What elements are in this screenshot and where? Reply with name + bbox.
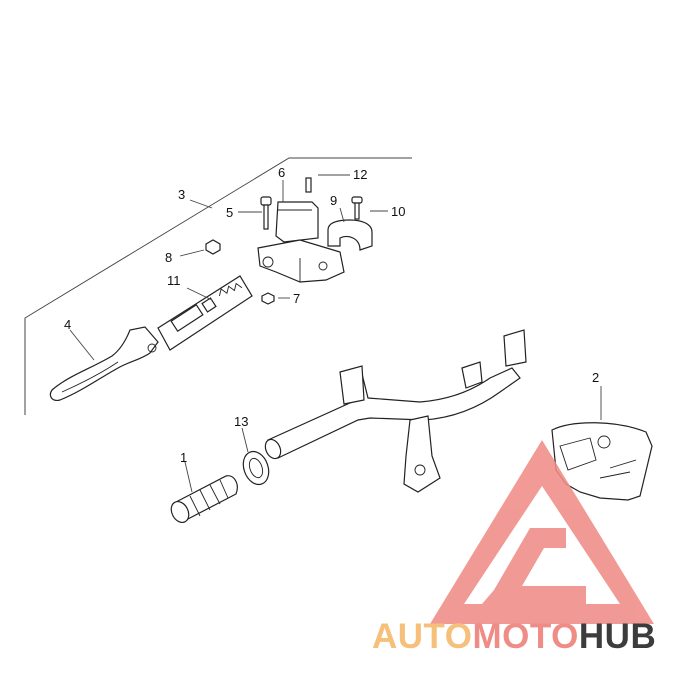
callout-1: 1 [180,450,187,465]
nut-8 [205,239,221,255]
watermark-logo [430,440,654,624]
watermark-wordmark: AUTOMOTOHUB [372,617,656,656]
nut-7 [261,292,275,305]
svg-text:AUTOMOTOHUB: AUTOMOTOHUB [372,617,656,656]
callout-5: 5 [226,205,233,220]
handlebar [264,329,527,493]
callout-6: 6 [278,165,285,180]
piston-kit [157,275,253,351]
screw-5 [260,196,272,230]
clamp [327,219,373,251]
callout-3: 3 [178,187,185,202]
hand-grip [170,475,238,524]
callout-2: 2 [592,370,599,385]
brake-lever [49,326,159,401]
screw-10 [351,196,363,220]
callout-labels: 1 2 3 4 5 6 7 8 9 10 11 12 13 [64,165,599,465]
callout-8: 8 [165,250,172,265]
callout-11: 11 [167,273,181,288]
hand-guard [551,422,653,501]
assembly-bracket-lines [24,157,412,415]
bearing-ring [242,450,270,486]
callout-4: 4 [64,317,71,332]
watermark-auto: AUTO [372,617,473,656]
watermark-moto: MOTO [473,617,579,656]
callout-13: 13 [234,414,248,429]
watermark-hub: HUB [579,617,656,656]
leader-lines [69,174,602,493]
master-cylinder [257,201,345,283]
callout-12: 12 [353,167,367,182]
callout-10: 10 [391,204,405,219]
watermark-triangle [430,440,654,624]
screw-12 [305,177,312,193]
callout-7: 7 [293,291,300,306]
callout-9: 9 [330,193,337,208]
